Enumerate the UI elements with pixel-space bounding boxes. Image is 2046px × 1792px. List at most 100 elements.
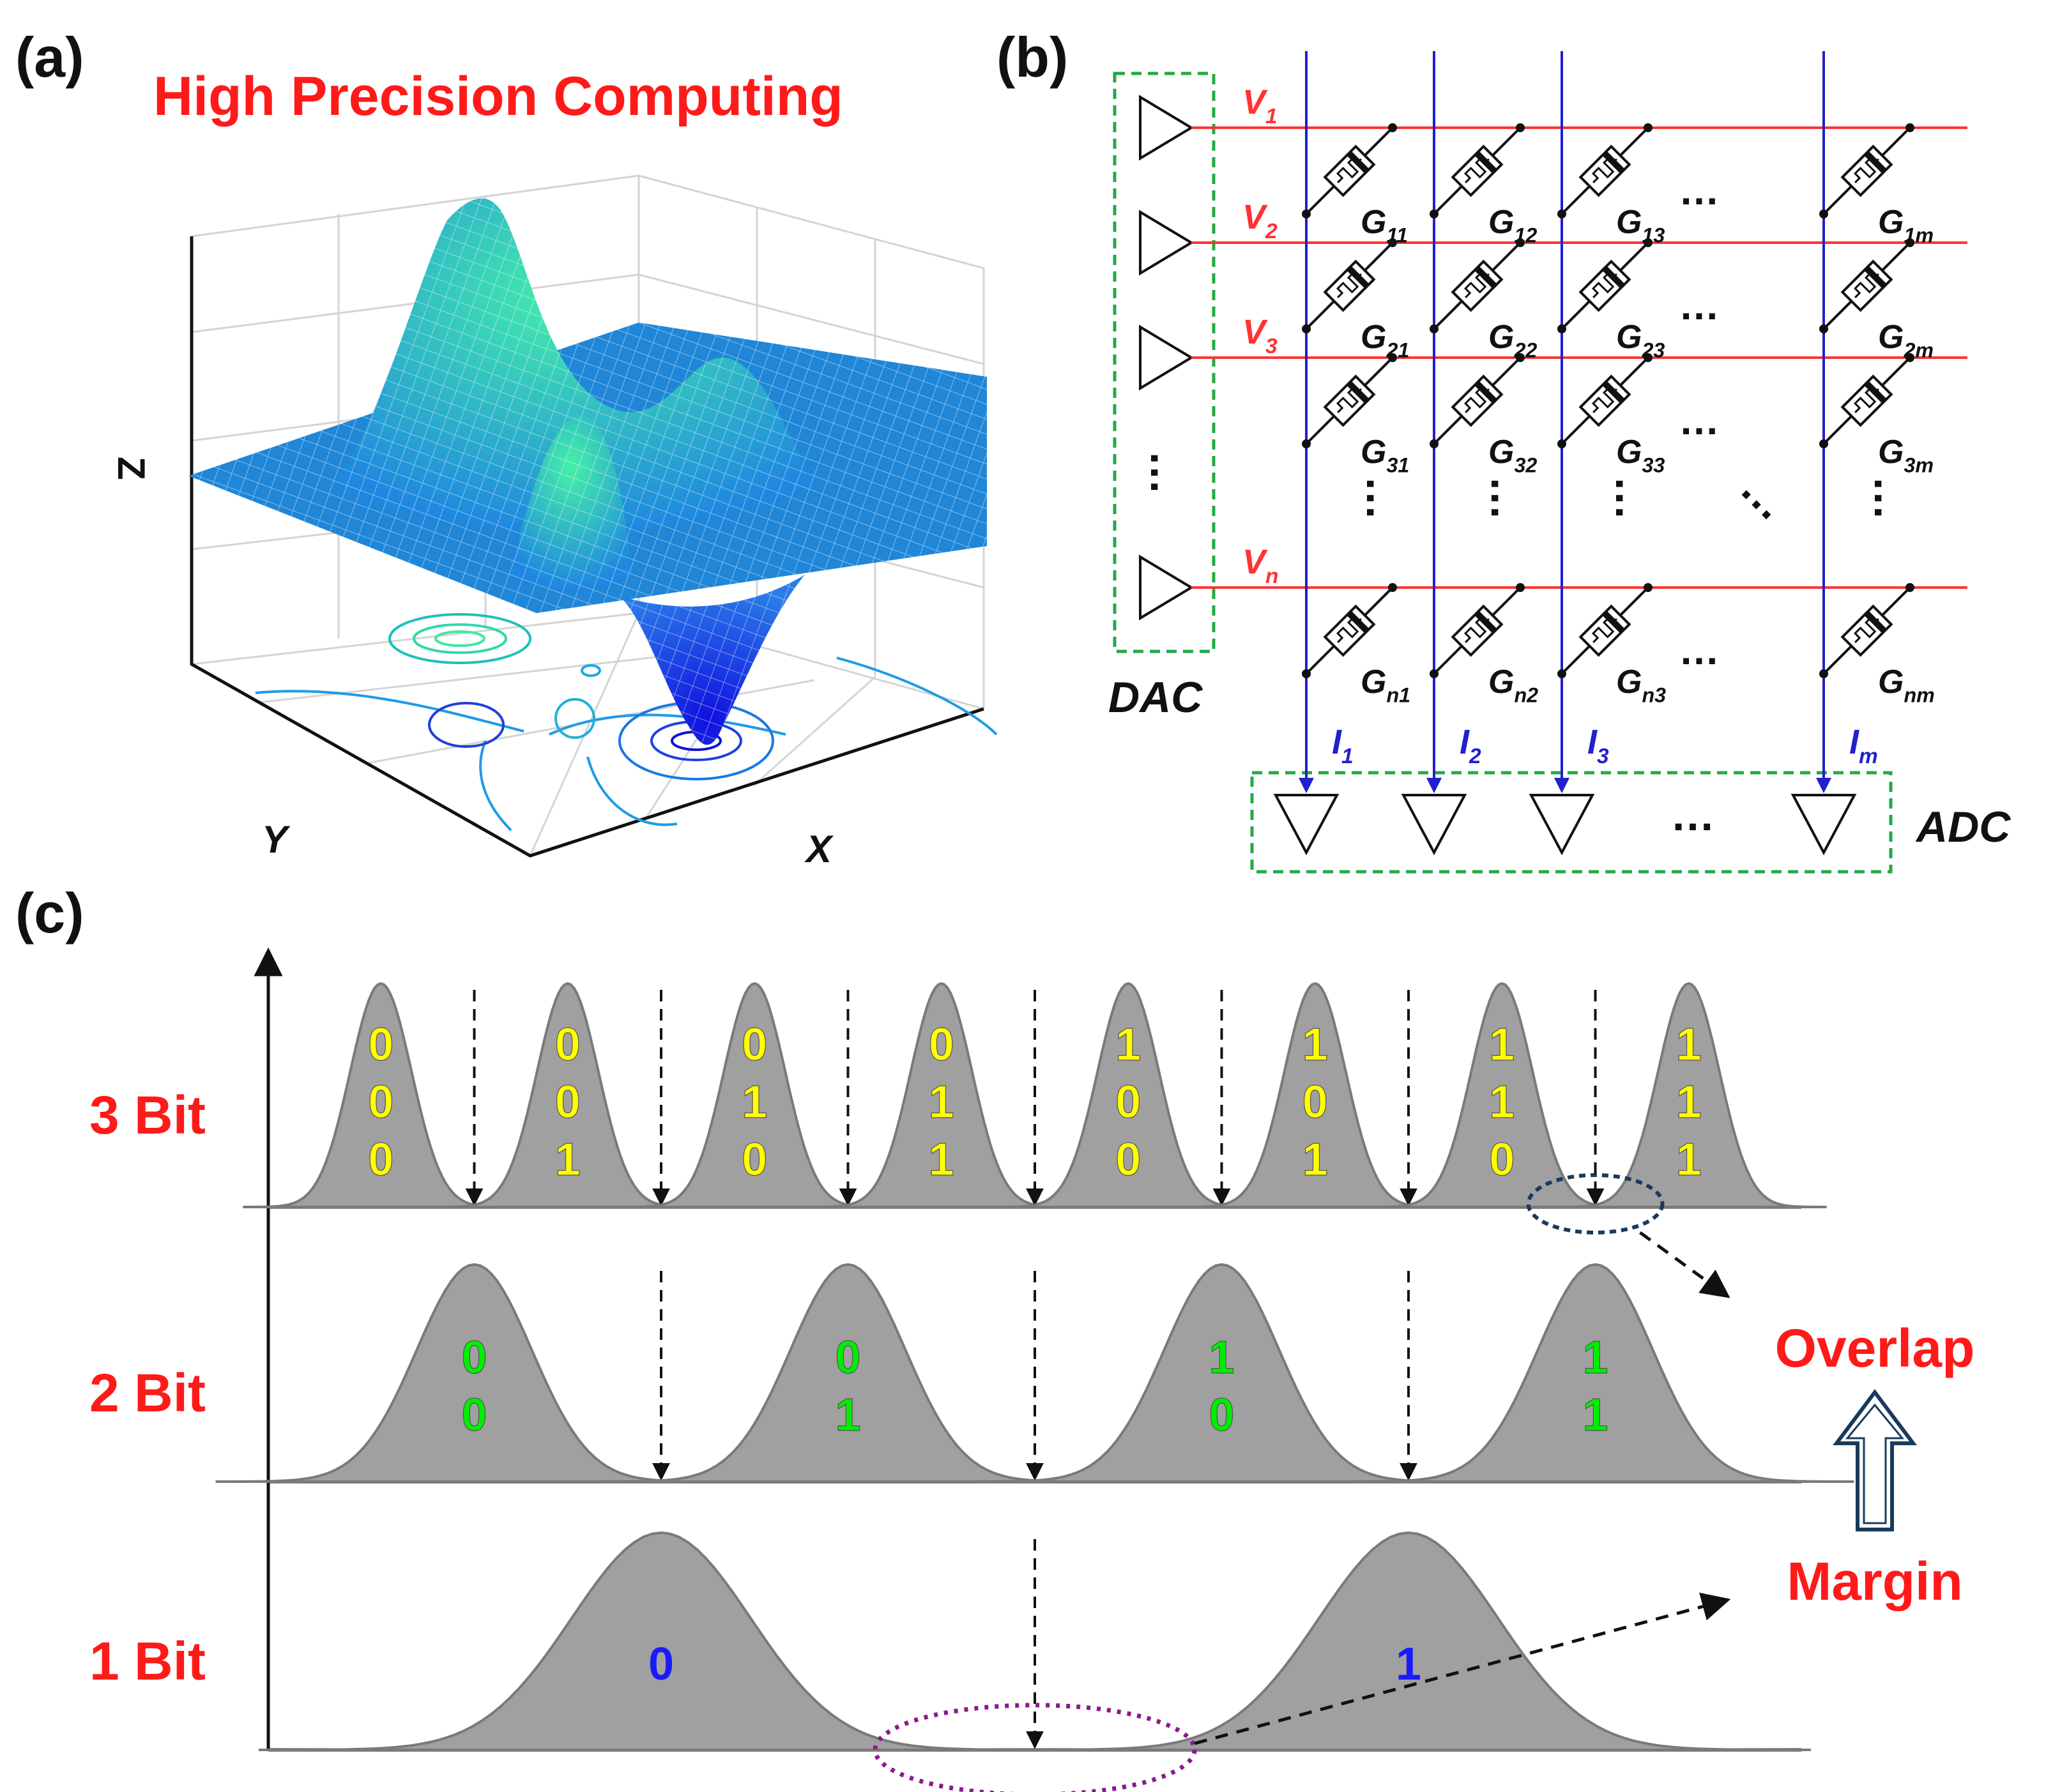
distribution-peak <box>259 1531 1064 1751</box>
memristor-symbol <box>1323 604 1376 657</box>
conductance-label-base: G <box>1361 204 1386 241</box>
memristor-symbol <box>1451 374 1504 427</box>
panel-c-label: (c) <box>15 881 84 945</box>
voltage-label-4: Vn <box>1242 543 1278 588</box>
code-digit: 1 <box>1396 1639 1421 1690</box>
code-digit: 1 <box>929 1077 954 1128</box>
current-label-4-base: I <box>1849 723 1859 761</box>
bit-row-label: 1 Bit <box>89 1631 206 1691</box>
conductance-label: G2m <box>1878 319 1934 362</box>
code-digit: 1 <box>1676 1077 1702 1128</box>
code-digit: 0 <box>368 1019 393 1070</box>
conductance-label: G31 <box>1361 434 1409 477</box>
code-digit: 1 <box>929 1134 954 1185</box>
conductance-label-subscript: 31 <box>1386 454 1409 477</box>
memristor-symbol <box>1840 604 1893 657</box>
current-label-2: I2 <box>1460 723 1481 768</box>
memristor-body <box>1451 604 1504 657</box>
current-label-2-base: I <box>1460 723 1470 761</box>
memristor-bar <box>1602 151 1625 174</box>
conductance-label: G22 <box>1488 319 1537 362</box>
dac-triangle <box>1139 554 1194 621</box>
code-digit: 0 <box>461 1332 487 1383</box>
current-label-4-subscript: m <box>1859 745 1878 768</box>
code-digit: 0 <box>1209 1390 1234 1441</box>
dac-vertical-ellipsis: … <box>1141 450 1191 495</box>
current-label-3-base: I <box>1587 723 1598 761</box>
memristor-bar <box>1474 381 1497 404</box>
memristor-bar <box>1864 381 1887 404</box>
code-digit: 0 <box>555 1077 581 1128</box>
code-digit: 0 <box>555 1019 581 1070</box>
axis-x-label: X <box>804 828 834 870</box>
conductance-label: G1m <box>1878 204 1934 247</box>
conductance-label-base: G <box>1488 319 1514 356</box>
conductance-label-base: G <box>1488 664 1514 701</box>
current-label-1-subscript: 1 <box>1341 745 1354 768</box>
memristor-cell: G33 <box>1557 353 1665 477</box>
conductance-label: Gn3 <box>1616 664 1666 707</box>
code-digit: 1 <box>1115 1019 1141 1070</box>
memristor-cell: G1m <box>1819 123 1934 247</box>
conductance-label-base: G <box>1361 434 1386 471</box>
memristor-body <box>1323 144 1376 197</box>
conductance-label-subscript: n3 <box>1642 684 1666 707</box>
conductance-label-base: G <box>1361 664 1386 701</box>
voltage-label-1-subscript: 1 <box>1265 105 1278 128</box>
conductance-label: G3m <box>1878 434 1934 477</box>
margin-label: Margin <box>1787 1551 1962 1611</box>
voltage-label-3-subscript: 3 <box>1265 335 1278 358</box>
memristor-cell: G31 <box>1302 353 1409 477</box>
memristor-bar <box>1602 266 1625 289</box>
memristor-symbol <box>1840 259 1893 312</box>
current-label-3-subscript: 3 <box>1597 745 1609 768</box>
vertical-ellipsis: … <box>1607 476 1656 520</box>
memristor-body <box>1578 374 1631 427</box>
memristor-cell: G21 <box>1302 238 1409 362</box>
code-digit: 1 <box>1676 1134 1702 1185</box>
memristor-bar <box>1474 151 1497 174</box>
dac-label: DAC <box>1108 673 1203 722</box>
current-arrowhead <box>1554 778 1569 793</box>
row-ellipsis: … <box>1679 167 1720 213</box>
memristor-body <box>1451 374 1504 427</box>
current-arrowhead <box>1426 778 1442 793</box>
vertical-ellipsis: … <box>1482 476 1532 520</box>
code-digit: 0 <box>368 1077 393 1128</box>
conductance-label: Gn2 <box>1488 664 1538 707</box>
memristor-body <box>1578 144 1631 197</box>
conductance-label-base: G <box>1878 319 1904 356</box>
memristor-bar <box>1474 611 1497 634</box>
code-digit: 1 <box>555 1134 581 1185</box>
current-label-4: Im <box>1849 723 1878 768</box>
adc-triangle <box>1790 794 1857 856</box>
current-arrowhead <box>1299 778 1314 793</box>
conductance-label-base: G <box>1616 434 1642 471</box>
memristor-symbol <box>1451 144 1504 197</box>
code-digit: 1 <box>1302 1019 1328 1070</box>
code-digit: 0 <box>742 1134 767 1185</box>
conductance-label-subscript: 33 <box>1642 454 1665 477</box>
conductance-label: G11 <box>1361 204 1408 247</box>
voltage-label-2: V2 <box>1242 198 1278 243</box>
conductance-label-subscript: n1 <box>1386 684 1410 707</box>
memristor-symbol <box>1578 604 1631 657</box>
conductance-label-base: G <box>1616 319 1642 356</box>
conductance-label-subscript: 32 <box>1514 454 1537 477</box>
conductance-label-subscript: 3m <box>1904 454 1934 477</box>
memristor-symbol <box>1578 259 1631 312</box>
distribution-peak <box>1550 982 1827 1208</box>
memristor-symbol <box>1323 259 1376 312</box>
memristor-cell: G11 <box>1302 123 1408 247</box>
memristor-bar <box>1347 266 1370 289</box>
voltage-label-2-base: V <box>1242 198 1268 236</box>
code-digit: 0 <box>1302 1077 1328 1128</box>
voltage-label-3: V3 <box>1242 313 1278 358</box>
axis-y-label: Y <box>262 818 291 861</box>
memristor-body <box>1323 374 1376 427</box>
axis-z-label: Z <box>110 457 153 480</box>
memristor-body <box>1323 259 1376 312</box>
memristor-symbol <box>1451 259 1504 312</box>
